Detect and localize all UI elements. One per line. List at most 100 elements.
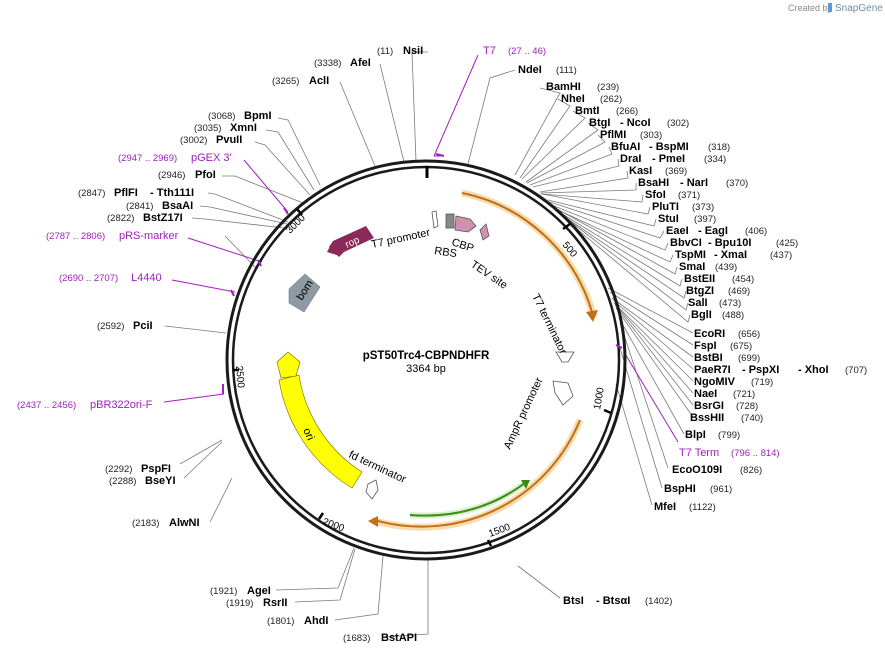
enzyme-label[interactable]: (3338)AfeI bbox=[314, 57, 371, 69]
enzyme-label[interactable]: StuI(397) bbox=[658, 213, 716, 225]
enzyme-label[interactable]: (2847)PflFI- Tth111I bbox=[78, 187, 194, 199]
enzyme-label[interactable]: MfeI(1122) bbox=[654, 501, 716, 513]
feature-label-ampr-promoter: AmpR promoter bbox=[502, 376, 546, 452]
enzyme-label[interactable]: KasI(369) bbox=[629, 165, 687, 177]
svg-text:(656): (656) bbox=[738, 329, 760, 340]
enzyme-label[interactable]: NdeI(111) bbox=[518, 64, 577, 76]
svg-text:EaeI: EaeI bbox=[666, 225, 689, 237]
enzyme-label[interactable]: BtgZI(469) bbox=[686, 285, 750, 297]
svg-text:(469): (469) bbox=[728, 286, 750, 297]
enzyme-label[interactable]: DraI- PmeI(334) bbox=[620, 153, 726, 165]
enzyme-label[interactable]: BglI(488) bbox=[691, 309, 744, 321]
feature-label-ori: ori bbox=[300, 426, 316, 442]
svg-text:BtgI: BtgI bbox=[589, 117, 610, 129]
enzyme-label[interactable]: NgoMIV(719) bbox=[694, 376, 773, 388]
primer-labels: T7(27 .. 46) (2947 .. 2969)pGEX 3' (2787… bbox=[17, 45, 780, 459]
feature-label-t7-terminator: T7 terminator bbox=[529, 292, 569, 356]
tick-marks bbox=[233, 208, 612, 547]
feature-ampr-promoter[interactable] bbox=[552, 380, 574, 406]
orf-arc-green bbox=[409, 480, 530, 519]
enzyme-label[interactable]: (2288)BseYI bbox=[109, 475, 176, 487]
svg-text:- PmeI: - PmeI bbox=[652, 153, 685, 165]
svg-text:BstAPI: BstAPI bbox=[381, 632, 417, 644]
feature-t7-promoter[interactable] bbox=[431, 210, 439, 229]
enzyme-label[interactable]: TspMI- XmaI(437) bbox=[675, 249, 792, 261]
enzyme-label[interactable]: BssHII(740) bbox=[690, 412, 763, 424]
enzyme-label[interactable]: SalI(473) bbox=[688, 297, 741, 309]
enzyme-list-bottom: BtsI- BtsαI(1402) (1683) BstAPI (1801)Ahd… bbox=[210, 585, 672, 644]
enzyme-label[interactable]: (1921)AgeI bbox=[210, 585, 271, 597]
enzyme-label[interactable]: (1801)AhdI bbox=[267, 615, 328, 627]
svg-text:(707): (707) bbox=[845, 365, 867, 376]
enzyme-label[interactable]: BstBI(699) bbox=[694, 352, 760, 364]
enzyme-label[interactable]: PaeR7I- PspXI- XhoI(707) bbox=[694, 364, 867, 376]
svg-text:(2183): (2183) bbox=[132, 518, 159, 529]
svg-text:(799): (799) bbox=[718, 430, 740, 441]
svg-text:BstEII: BstEII bbox=[684, 273, 715, 285]
primer-label-pbr322ori-f[interactable]: (2437 .. 2456)pBR322ori-F bbox=[17, 399, 153, 411]
enzyme-label[interactable]: EcoRI (656) bbox=[694, 328, 760, 340]
enzyme-label[interactable]: BsrGI(728) bbox=[694, 400, 758, 412]
enzyme-label[interactable]: (3035)XmnI bbox=[194, 122, 257, 134]
enzyme-label[interactable]: (3265)AclI bbox=[272, 75, 329, 87]
feature-rbs[interactable] bbox=[445, 213, 455, 229]
enzyme-label[interactable]: BmtI(266) bbox=[575, 105, 638, 117]
svg-text:BamHI: BamHI bbox=[546, 81, 581, 93]
primer-label-t7[interactable]: T7(27 .. 46) bbox=[483, 45, 546, 57]
svg-text:EcoRI: EcoRI bbox=[694, 328, 725, 340]
feature-cbp[interactable] bbox=[454, 215, 477, 233]
enzyme-label[interactable]: (3068)BpmI bbox=[208, 110, 272, 122]
feature-fd-terminator[interactable] bbox=[365, 479, 379, 500]
enzyme-label[interactable]: BamHI(239) bbox=[546, 81, 619, 93]
enzyme-label[interactable]: (1919)RsrII bbox=[226, 597, 287, 609]
enzyme-label[interactable]: EaeI- EagI(406) bbox=[666, 225, 767, 237]
svg-text:BssHII: BssHII bbox=[690, 412, 724, 424]
enzyme-label[interactable]: (3002)PvuII bbox=[180, 134, 242, 146]
feature-tev-site[interactable] bbox=[479, 223, 490, 241]
feature-bom[interactable]: bom bbox=[288, 273, 321, 313]
svg-text:NdeI: NdeI bbox=[518, 64, 542, 76]
feature-ori[interactable]: ori bbox=[276, 351, 363, 489]
enzyme-label[interactable]: BstEII(454) bbox=[684, 273, 754, 285]
enzyme-label[interactable]: SmaI(439) bbox=[679, 261, 737, 273]
enzyme-label[interactable]: NheI(262) bbox=[561, 93, 622, 105]
primer-lines bbox=[163, 54, 679, 443]
enzyme-label[interactable]: EcoO109I(826) bbox=[672, 464, 762, 476]
enzyme-label[interactable]: SfoI(371) bbox=[645, 189, 700, 201]
primer-label-l4440[interactable]: (2690 .. 2707)L4440 bbox=[59, 272, 162, 284]
enzyme-label[interactable]: (2841)BsaAI bbox=[126, 200, 193, 212]
enzyme-label[interactable]: (1683) BstAPI bbox=[343, 632, 417, 644]
enzyme-label[interactable]: FspI(675) bbox=[694, 340, 752, 352]
feature-t7-terminator[interactable] bbox=[555, 351, 575, 363]
primer-label-pgex3[interactable]: (2947 .. 2969)pGEX 3' bbox=[118, 152, 232, 164]
enzyme-label[interactable]: BfuAI- BspMI(318) bbox=[611, 141, 730, 153]
svg-text:(3002): (3002) bbox=[180, 135, 207, 146]
enzyme-label[interactable]: (2592)PciI bbox=[97, 320, 153, 332]
svg-text:BfuAI: BfuAI bbox=[611, 141, 640, 153]
svg-text:AgeI: AgeI bbox=[247, 585, 271, 597]
enzyme-label[interactable]: BtgI- NcoI(302) bbox=[589, 117, 689, 129]
enzyme-label[interactable]: NaeI(721) bbox=[694, 388, 755, 400]
enzyme-label[interactable]: BtsI- BtsαI(1402) bbox=[563, 595, 672, 607]
enzyme-label[interactable]: PluTI(373) bbox=[652, 201, 714, 213]
enzyme-label[interactable]: (2946)PfoI bbox=[158, 169, 216, 181]
primer-label-prs-marker[interactable]: (2787 .. 2806)pRS-marker bbox=[46, 230, 179, 242]
svg-text:BpmI: BpmI bbox=[244, 110, 272, 122]
enzyme-label[interactable]: BspHI(961) bbox=[664, 483, 732, 495]
svg-text:NaeI: NaeI bbox=[694, 388, 717, 400]
enzyme-label[interactable]: BbvCI- Bpu10I(425) bbox=[670, 237, 798, 249]
primer-label-t7-term[interactable]: T7 Term(796 .. 814) bbox=[679, 447, 780, 459]
enzyme-label[interactable]: (2183)AlwNI bbox=[132, 517, 200, 529]
svg-text:(1122): (1122) bbox=[689, 502, 716, 513]
feature-rop[interactable]: rop bbox=[327, 226, 374, 257]
enzyme-label[interactable]: (11)NsiI bbox=[377, 45, 423, 57]
svg-text:DraI: DraI bbox=[620, 153, 641, 165]
enzyme-label[interactable]: BsaHI- NarI(370) bbox=[638, 177, 748, 189]
svg-text:- BtsαI: - BtsαI bbox=[596, 595, 630, 607]
enzyme-label[interactable]: (2822)BstZ17I bbox=[107, 212, 183, 224]
enzyme-label[interactable]: PflMI(303) bbox=[600, 129, 662, 141]
enzyme-label[interactable]: BlpI(799) bbox=[685, 429, 740, 441]
svg-text:(1683): (1683) bbox=[343, 633, 370, 644]
svg-text:BsrGI: BsrGI bbox=[694, 400, 724, 412]
enzyme-label[interactable]: (2292)PspFI bbox=[105, 463, 171, 475]
